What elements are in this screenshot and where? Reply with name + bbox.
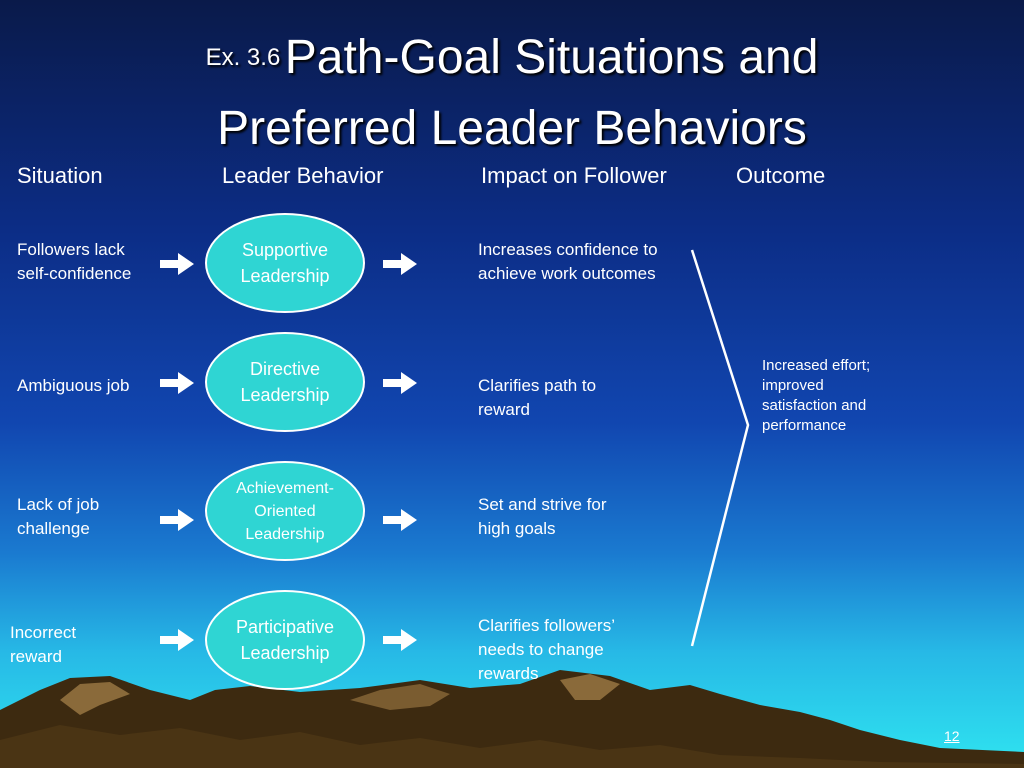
arrow-right-icon [160, 629, 194, 651]
header-leader-behavior: Leader Behavior [222, 163, 384, 188]
situation-1: Followers lack self-confidence [17, 240, 132, 283]
header-impact: Impact on Follower [481, 163, 667, 188]
arrow-right-icon [160, 509, 194, 531]
behavior-label: Directive Leadership [240, 359, 330, 405]
mountain-highlights [560, 674, 620, 700]
arrow-right-icon [160, 253, 194, 275]
header-situation: Situation [17, 163, 103, 188]
title-line-1: Path-Goal Situations and [284, 31, 819, 84]
bracket-right [690, 249, 750, 647]
behavior-label: Participative Leadership [235, 617, 335, 663]
header-outcome: Outcome [736, 163, 826, 188]
mountain-range-front [0, 725, 1024, 768]
arrow-right-icon [160, 372, 194, 394]
behavior-label: Achievement- Oriented Leadership [236, 479, 334, 543]
behavior-label: Supportive Leadership [240, 240, 330, 286]
mountain-highlights [60, 682, 130, 715]
behavior-oval-achievement: Achievement- Oriented Leadership [205, 461, 365, 561]
behavior-oval-supportive: Supportive Leadership [205, 213, 365, 313]
impact-4: Clarifies followers’ needs to change rew… [478, 616, 615, 683]
situation-2: Ambiguous job [17, 376, 130, 395]
mountain-highlights [350, 684, 450, 710]
behavior-oval-directive: Directive Leadership [205, 332, 365, 432]
behavior-oval-participative: Participative Leadership [205, 590, 365, 690]
impact-3: Set and strive for high goals [478, 495, 607, 538]
title-prefix: Ex. 3.6 [205, 44, 281, 71]
outcome-text: Increased effort; improved satisfaction … [762, 357, 871, 434]
arrow-right-icon [383, 253, 417, 275]
slide-title: Ex. 3.6 Path-Goal Situations and Preferr… [0, 28, 1024, 170]
impact-2: Clarifies path to reward [478, 376, 597, 419]
page-number: 12 [944, 728, 960, 744]
situation-3: Lack of job challenge [17, 495, 100, 538]
arrow-right-icon [383, 509, 417, 531]
arrow-right-icon [383, 372, 417, 394]
title-line-2: Preferred Leader Behaviors [217, 102, 807, 155]
impact-1: Increases confidence to achieve work out… [478, 240, 658, 283]
situation-4: Incorrect reward [10, 623, 77, 666]
arrow-right-icon [383, 629, 417, 651]
